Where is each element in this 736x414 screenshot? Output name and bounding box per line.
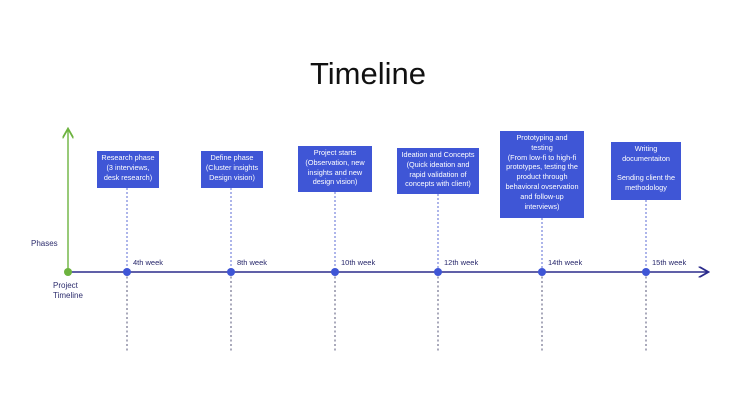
milestone-dot: [227, 268, 235, 276]
page-title: Timeline: [310, 56, 426, 91]
start-dot: [64, 268, 72, 276]
milestone-dot: [434, 268, 442, 276]
week-label: 15th week: [652, 258, 687, 267]
week-label: 4th week: [133, 258, 164, 267]
milestone-dot: [331, 268, 339, 276]
milestone-dot: [123, 268, 131, 276]
milestone-box: Writing documentaiton Sending client the…: [611, 142, 681, 200]
y-axis-label: Phases: [31, 239, 58, 248]
week-label: 8th week: [237, 258, 268, 267]
milestone-box: Research phase (3 interviews, desk resea…: [97, 151, 159, 188]
milestone-dot: [642, 268, 650, 276]
milestone-box: Define phase (Cluster insights Design vi…: [201, 151, 263, 188]
milestone-box: Project starts (Observation, new insight…: [298, 146, 372, 192]
milestone-box: Ideation and Concepts (Quick ideation an…: [397, 148, 479, 194]
milestone-dot: [538, 268, 546, 276]
milestone-box: Prototyping and testing (From low-fi to …: [500, 131, 584, 218]
x-axis-label: Project Timeline: [53, 281, 83, 300]
week-label: 14th week: [548, 258, 583, 267]
week-label: 10th week: [341, 258, 376, 267]
week-label: 12th week: [444, 258, 479, 267]
